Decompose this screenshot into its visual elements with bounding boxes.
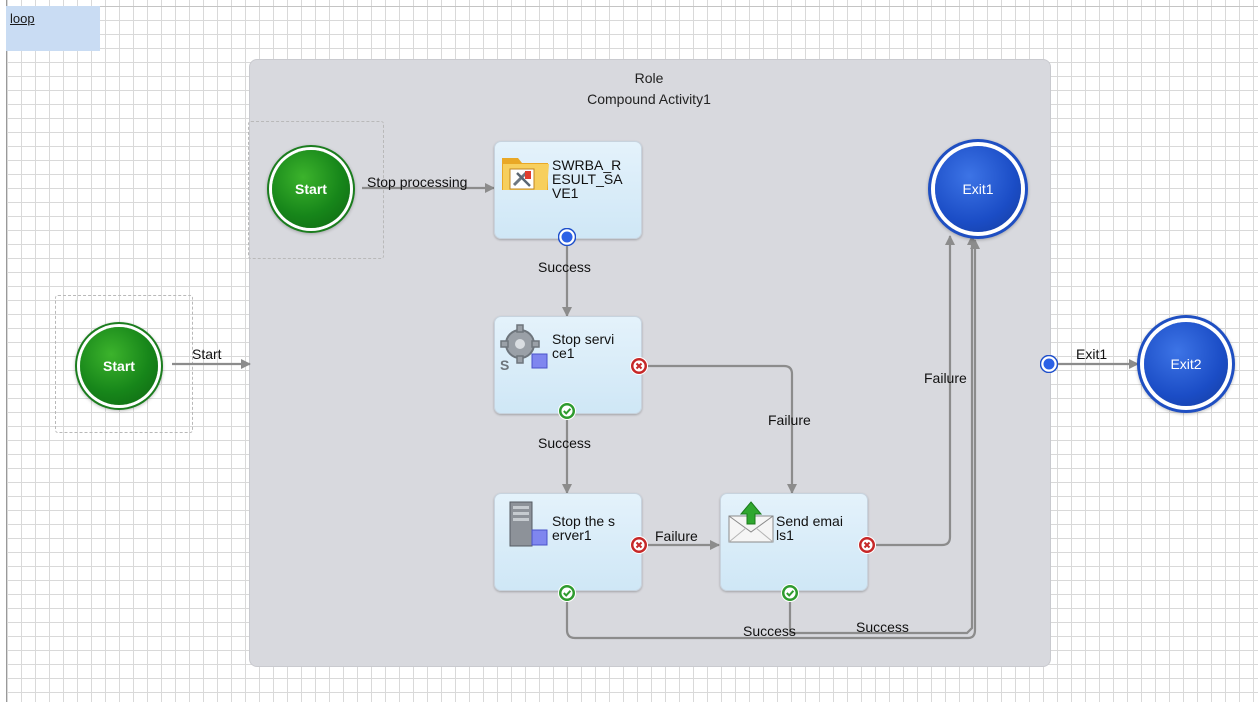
inner-start-selection: [248, 121, 384, 259]
exit2-label: Exit2: [1170, 356, 1202, 372]
edge-label-failure-service: Failure: [768, 412, 811, 428]
edge-label-stop-processing: Stop processing: [367, 174, 468, 190]
failure-x-icon[interactable]: [630, 357, 648, 375]
failure-x-icon[interactable]: [858, 536, 876, 554]
failure-x-icon[interactable]: [630, 536, 648, 554]
compound-activity-name: Compound Activity1: [587, 91, 711, 107]
email-send-icon: [728, 501, 774, 543]
activity-stop-service-label: Stop servi ce1: [552, 331, 615, 361]
activity-send-emails-label: Send emai ls1: [776, 513, 843, 543]
exit2-node[interactable]: Exit2: [1144, 322, 1228, 406]
edge-label-exit1: Exit1: [1076, 346, 1108, 362]
outer-start-label: Start: [103, 358, 135, 374]
gear-service-icon: S: [500, 324, 548, 372]
edge-label-start: Start: [192, 346, 222, 362]
canvas-top-border: [6, 6, 1258, 7]
edge-success-server: [565, 239, 980, 640]
edge-label-success-1: Success: [538, 259, 591, 275]
folder-tools-icon: [502, 158, 549, 190]
edge-failure-service: [648, 364, 797, 494]
inner-start-label: Start: [295, 181, 327, 197]
edge-label-success-email: Success: [743, 623, 796, 639]
edge-failure-email: [876, 235, 955, 547]
exit-port-blue[interactable]: [1040, 355, 1058, 373]
edge-label-failure-server: Failure: [655, 528, 698, 544]
flow-name-tag[interactable]: [6, 6, 100, 51]
success-check-icon[interactable]: [781, 584, 799, 602]
svg-text:S: S: [500, 357, 509, 372]
activity-stop-server-label: Stop the s erver1: [552, 513, 616, 543]
activity-swrba-label: SWRBA_R ESULT_SA VE1: [552, 157, 623, 201]
edge-label-success-server: Success: [856, 619, 909, 635]
success-check-icon[interactable]: [558, 402, 576, 420]
success-check-icon[interactable]: [558, 584, 576, 602]
role-label: Role: [634, 70, 664, 86]
exit1-node[interactable]: Exit1: [935, 146, 1021, 232]
success-port-blue[interactable]: [558, 228, 576, 246]
edge-success-email: [788, 235, 977, 635]
outer-start-node[interactable]: Start: [80, 327, 158, 405]
exit1-label: Exit1: [962, 181, 994, 197]
edge-label-success-2: Success: [538, 435, 591, 451]
edge-label-failure-email: Failure: [924, 370, 967, 386]
flow-name-label[interactable]: loop: [10, 11, 35, 26]
inner-start-node[interactable]: Start: [272, 150, 350, 228]
server-icon: [509, 501, 548, 547]
